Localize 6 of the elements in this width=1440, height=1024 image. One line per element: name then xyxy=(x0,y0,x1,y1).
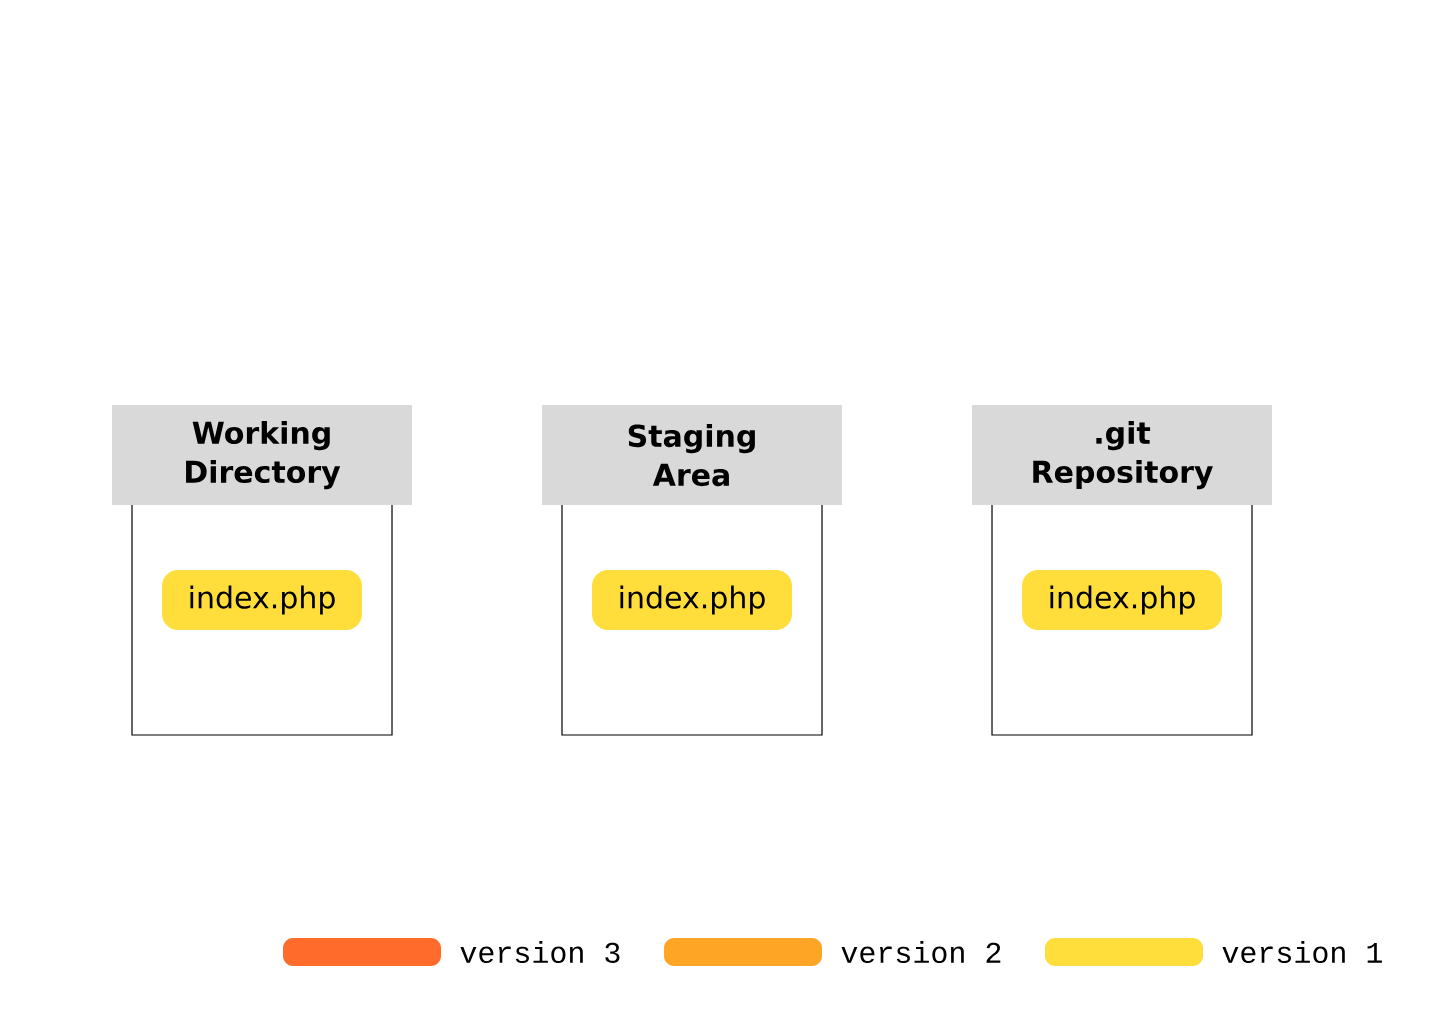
legend-label: version 3 xyxy=(460,941,620,963)
file-pill: index.php xyxy=(592,570,792,630)
file-pill: index.php xyxy=(1022,570,1222,630)
legend-label: version 2 xyxy=(841,941,1001,963)
legend-label: version 1 xyxy=(1222,941,1382,963)
file-pill: index.php xyxy=(162,570,362,630)
